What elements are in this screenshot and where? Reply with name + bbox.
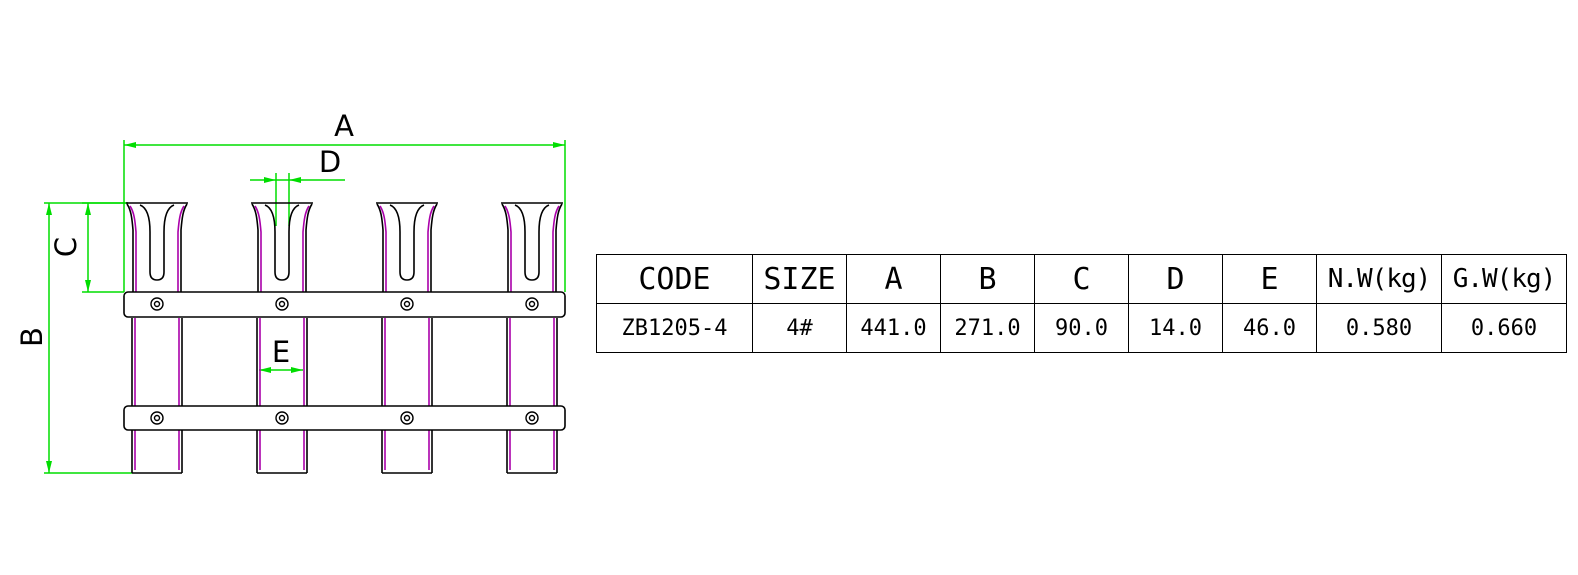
dimension-label-b: B xyxy=(15,327,49,347)
bolt xyxy=(150,411,164,425)
header-b: B xyxy=(940,254,1035,304)
bolt xyxy=(150,297,164,311)
dimension-a xyxy=(123,140,566,292)
header-d: D xyxy=(1128,254,1223,304)
cell-e: 46.0 xyxy=(1222,303,1317,353)
dimension-label-c: C xyxy=(49,237,83,257)
bolts xyxy=(150,297,539,425)
upper-mounting-bar xyxy=(123,291,566,318)
spec-table: CODE SIZE A B C D E N.W(kg) G.W(kg) ZB12… xyxy=(596,254,1567,353)
header-a: A xyxy=(846,254,941,304)
cell-gross-weight: 0.660 xyxy=(1441,303,1567,353)
lower-mounting-bar xyxy=(123,405,566,431)
bolt xyxy=(525,411,539,425)
dimension-e xyxy=(259,367,303,373)
bolt xyxy=(400,411,414,425)
dimension-c xyxy=(82,202,128,293)
dimension-label-d: D xyxy=(319,145,341,179)
table-row: ZB1205-4 4# 441.0 271.0 90.0 14.0 46.0 0… xyxy=(596,303,1567,353)
header-size: SIZE xyxy=(752,254,847,304)
header-gross-weight: G.W(kg) xyxy=(1441,254,1567,304)
bolt xyxy=(275,297,289,311)
holder-tubes xyxy=(126,202,563,474)
header-e: E xyxy=(1222,254,1317,304)
holder-tube xyxy=(251,202,313,474)
cell-code: ZB1205-4 xyxy=(596,303,753,353)
mounting-bars xyxy=(123,291,566,431)
holder-tube xyxy=(376,202,438,474)
holder-tube xyxy=(501,202,563,474)
dimension-d xyxy=(250,173,345,226)
cell-a: 441.0 xyxy=(846,303,941,353)
cell-size: 4# xyxy=(752,303,847,353)
cell-b: 271.0 xyxy=(940,303,1035,353)
header-net-weight: N.W(kg) xyxy=(1316,254,1442,304)
header-c: C xyxy=(1034,254,1129,304)
spec-table-header-row: CODE SIZE A B C D E N.W(kg) G.W(kg) xyxy=(596,254,1567,304)
dimension-label-e: E xyxy=(272,335,290,369)
bolt xyxy=(275,411,289,425)
holder-tube xyxy=(126,202,188,474)
dimension-lines xyxy=(44,140,566,474)
cell-d: 14.0 xyxy=(1128,303,1223,353)
bolt xyxy=(400,297,414,311)
cell-net-weight: 0.580 xyxy=(1316,303,1442,353)
bolt xyxy=(525,297,539,311)
dimension-label-a: A xyxy=(334,109,354,143)
cell-c: 90.0 xyxy=(1034,303,1129,353)
header-code: CODE xyxy=(596,254,753,304)
